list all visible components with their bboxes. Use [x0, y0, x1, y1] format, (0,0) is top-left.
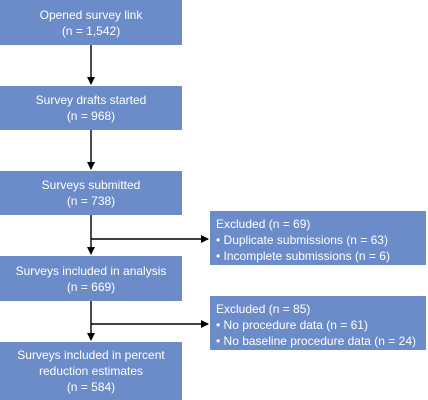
box-count: (n = 738)	[66, 194, 116, 208]
excluded-title: Excluded (n = 85)	[216, 302, 311, 316]
excluded-item: • No baseline procedure data (n = 24)	[216, 334, 416, 348]
box-excluded-1: Excluded (n = 69) • Duplicate submission…	[210, 211, 426, 265]
box-count: (n = 968)	[66, 109, 116, 123]
excluded-title: Excluded (n = 69)	[216, 217, 311, 231]
box-excluded-2: Excluded (n = 85) • No procedure data (n…	[210, 296, 426, 350]
excluded-item: • Incomplete submissions (n = 6)	[216, 249, 390, 263]
box-title: Survey drafts started	[35, 93, 147, 107]
excluded-item: • Duplicate submissions (n = 63)	[216, 233, 388, 247]
box-surveys-submitted: Surveys submitted (n = 738)	[0, 171, 182, 215]
box-title: Surveys included in analysis	[15, 263, 167, 278]
excluded-item: • No procedure data (n = 61)	[216, 318, 368, 332]
box-title: Surveys submitted	[41, 178, 141, 192]
box-count: (n = 1,542)	[61, 23, 121, 38]
box-count: (n = 669)	[66, 279, 116, 294]
box-survey-drafts-started: Survey drafts started (n = 968)	[0, 86, 182, 130]
box-title-line-1: Surveys included in percent	[17, 348, 165, 362]
box-opened-survey-link: Opened survey link (n = 1,542)	[0, 0, 182, 45]
box-title-line-2: reduction estimates	[38, 364, 144, 378]
box-surveys-included-in-analysis: Surveys included in analysis (n = 669)	[0, 256, 182, 301]
box-count: (n = 584)	[66, 380, 116, 394]
box-surveys-included-in-percent-reduction: Surveys included in percent reduction es…	[0, 342, 182, 400]
box-title: Opened survey link	[39, 7, 143, 22]
